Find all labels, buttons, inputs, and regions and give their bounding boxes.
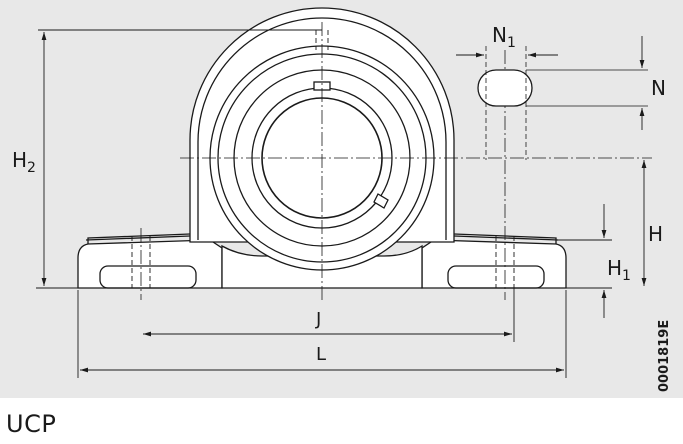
- slot-detail: [477, 69, 533, 107]
- centre-lines: [140, 22, 652, 300]
- slot-extension-lines: [485, 46, 648, 160]
- label-n1: N1: [492, 23, 516, 51]
- set-screw: [373, 193, 389, 209]
- bolt-hole-hidden-lines: [131, 30, 515, 288]
- label-l: L: [316, 344, 326, 365]
- left-flange-strip: [87, 233, 191, 244]
- label-j: J: [315, 309, 321, 330]
- label-h2: H2: [12, 148, 36, 176]
- drawing-code: 0001819E: [657, 320, 672, 392]
- label-h: H: [648, 222, 663, 246]
- right-flange: [453, 235, 559, 241]
- label-n: N: [651, 76, 666, 100]
- right-flange-strip: [453, 233, 557, 244]
- product-caption: UCP: [6, 410, 57, 438]
- housing-inner: [197, 17, 447, 240]
- left-flange: [85, 235, 191, 241]
- slot-outline: [477, 69, 533, 107]
- label-h1: H1: [607, 256, 631, 284]
- right-foot: [421, 239, 567, 289]
- dimension-lines: [38, 29, 647, 378]
- left-pocket: [99, 265, 197, 289]
- pillow-block-housing: [77, 7, 567, 289]
